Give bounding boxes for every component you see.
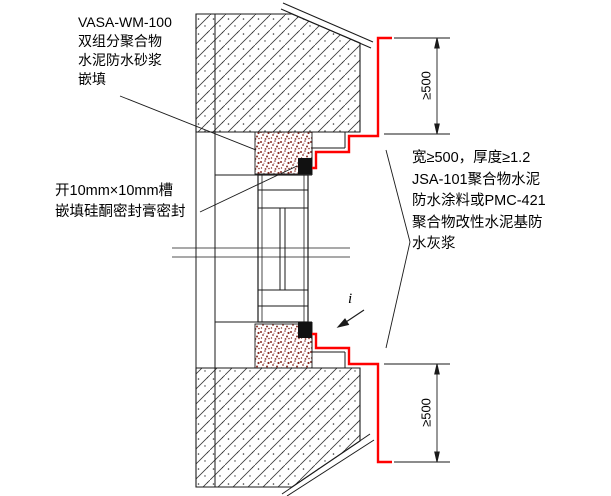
dimension-arrow-icon bbox=[434, 37, 440, 49]
coating-note: 宽≥500，厚度≥1.2 JSA-101聚合物水泥 防水涂料或PMC-421 聚… bbox=[412, 148, 546, 256]
break-line-icon bbox=[282, 2, 374, 43]
slope-arrow bbox=[336, 309, 365, 328]
dimension-arrow-icon bbox=[434, 451, 440, 463]
waterproof-coating-line bbox=[307, 36, 392, 464]
mortar-note-leader bbox=[119, 95, 257, 151]
window-frame-section bbox=[257, 174, 309, 323]
coating-note-line: 防水涂料或PMC-421 bbox=[412, 193, 546, 209]
dimension-arrow-icon bbox=[434, 363, 440, 375]
interior-finish-lines bbox=[195, 14, 216, 487]
coating-note-leader-top bbox=[385, 149, 411, 243]
mortar-note-line: 嵌填 bbox=[78, 71, 106, 87]
window-center-lines bbox=[172, 247, 350, 258]
dimension-bottom-label: ≥500 bbox=[418, 398, 434, 427]
break-line-icon bbox=[286, 439, 375, 496]
mortar-note-line: 水泥防水砂浆 bbox=[78, 52, 162, 68]
mortar-note: VASA-WM-100 双组分聚合物 水泥防水砂浆 嵌填 bbox=[78, 13, 172, 89]
mortar-note-line: VASA-WM-100 bbox=[78, 14, 172, 30]
coating-note-line: 聚合物改性水泥基防 bbox=[412, 214, 543, 231]
mortar-note-line: 双组分聚合物 bbox=[78, 33, 162, 49]
waterproof-mortar-top bbox=[254, 131, 313, 175]
wall-section-upper bbox=[195, 2, 374, 133]
dimension-top-label: ≥500 bbox=[418, 71, 434, 100]
coating-note-line: 宽≥500，厚度≥1.2 bbox=[412, 150, 531, 166]
slope-symbol-label: i bbox=[348, 291, 353, 307]
groove-note-line: 开10mm×10mm槽 bbox=[55, 183, 174, 199]
groove-note-line: 嵌填硅酮密封膏密封 bbox=[55, 204, 186, 220]
coating-note-line: 水灰浆 bbox=[412, 236, 456, 252]
coating-note-line: JSA-101聚合物水泥 bbox=[412, 171, 541, 188]
slope-arrowhead-icon bbox=[336, 318, 350, 328]
sealant-block-top bbox=[298, 158, 312, 174]
dimension-bottom bbox=[384, 363, 450, 463]
dimension-arrow-icon bbox=[434, 123, 440, 135]
dimension-top bbox=[384, 37, 450, 135]
sealant-block-bottom bbox=[298, 322, 312, 338]
coating-note-leader-bottom bbox=[385, 241, 411, 349]
leader-lines bbox=[119, 95, 411, 349]
groove-note-leader bbox=[199, 165, 298, 213]
groove-sealant-note: 开10mm×10mm槽 嵌填硅酮密封膏密封 bbox=[55, 181, 186, 223]
break-line-icon bbox=[280, 8, 372, 49]
wall-section-lower bbox=[195, 367, 375, 496]
break-line-icon bbox=[281, 433, 371, 495]
